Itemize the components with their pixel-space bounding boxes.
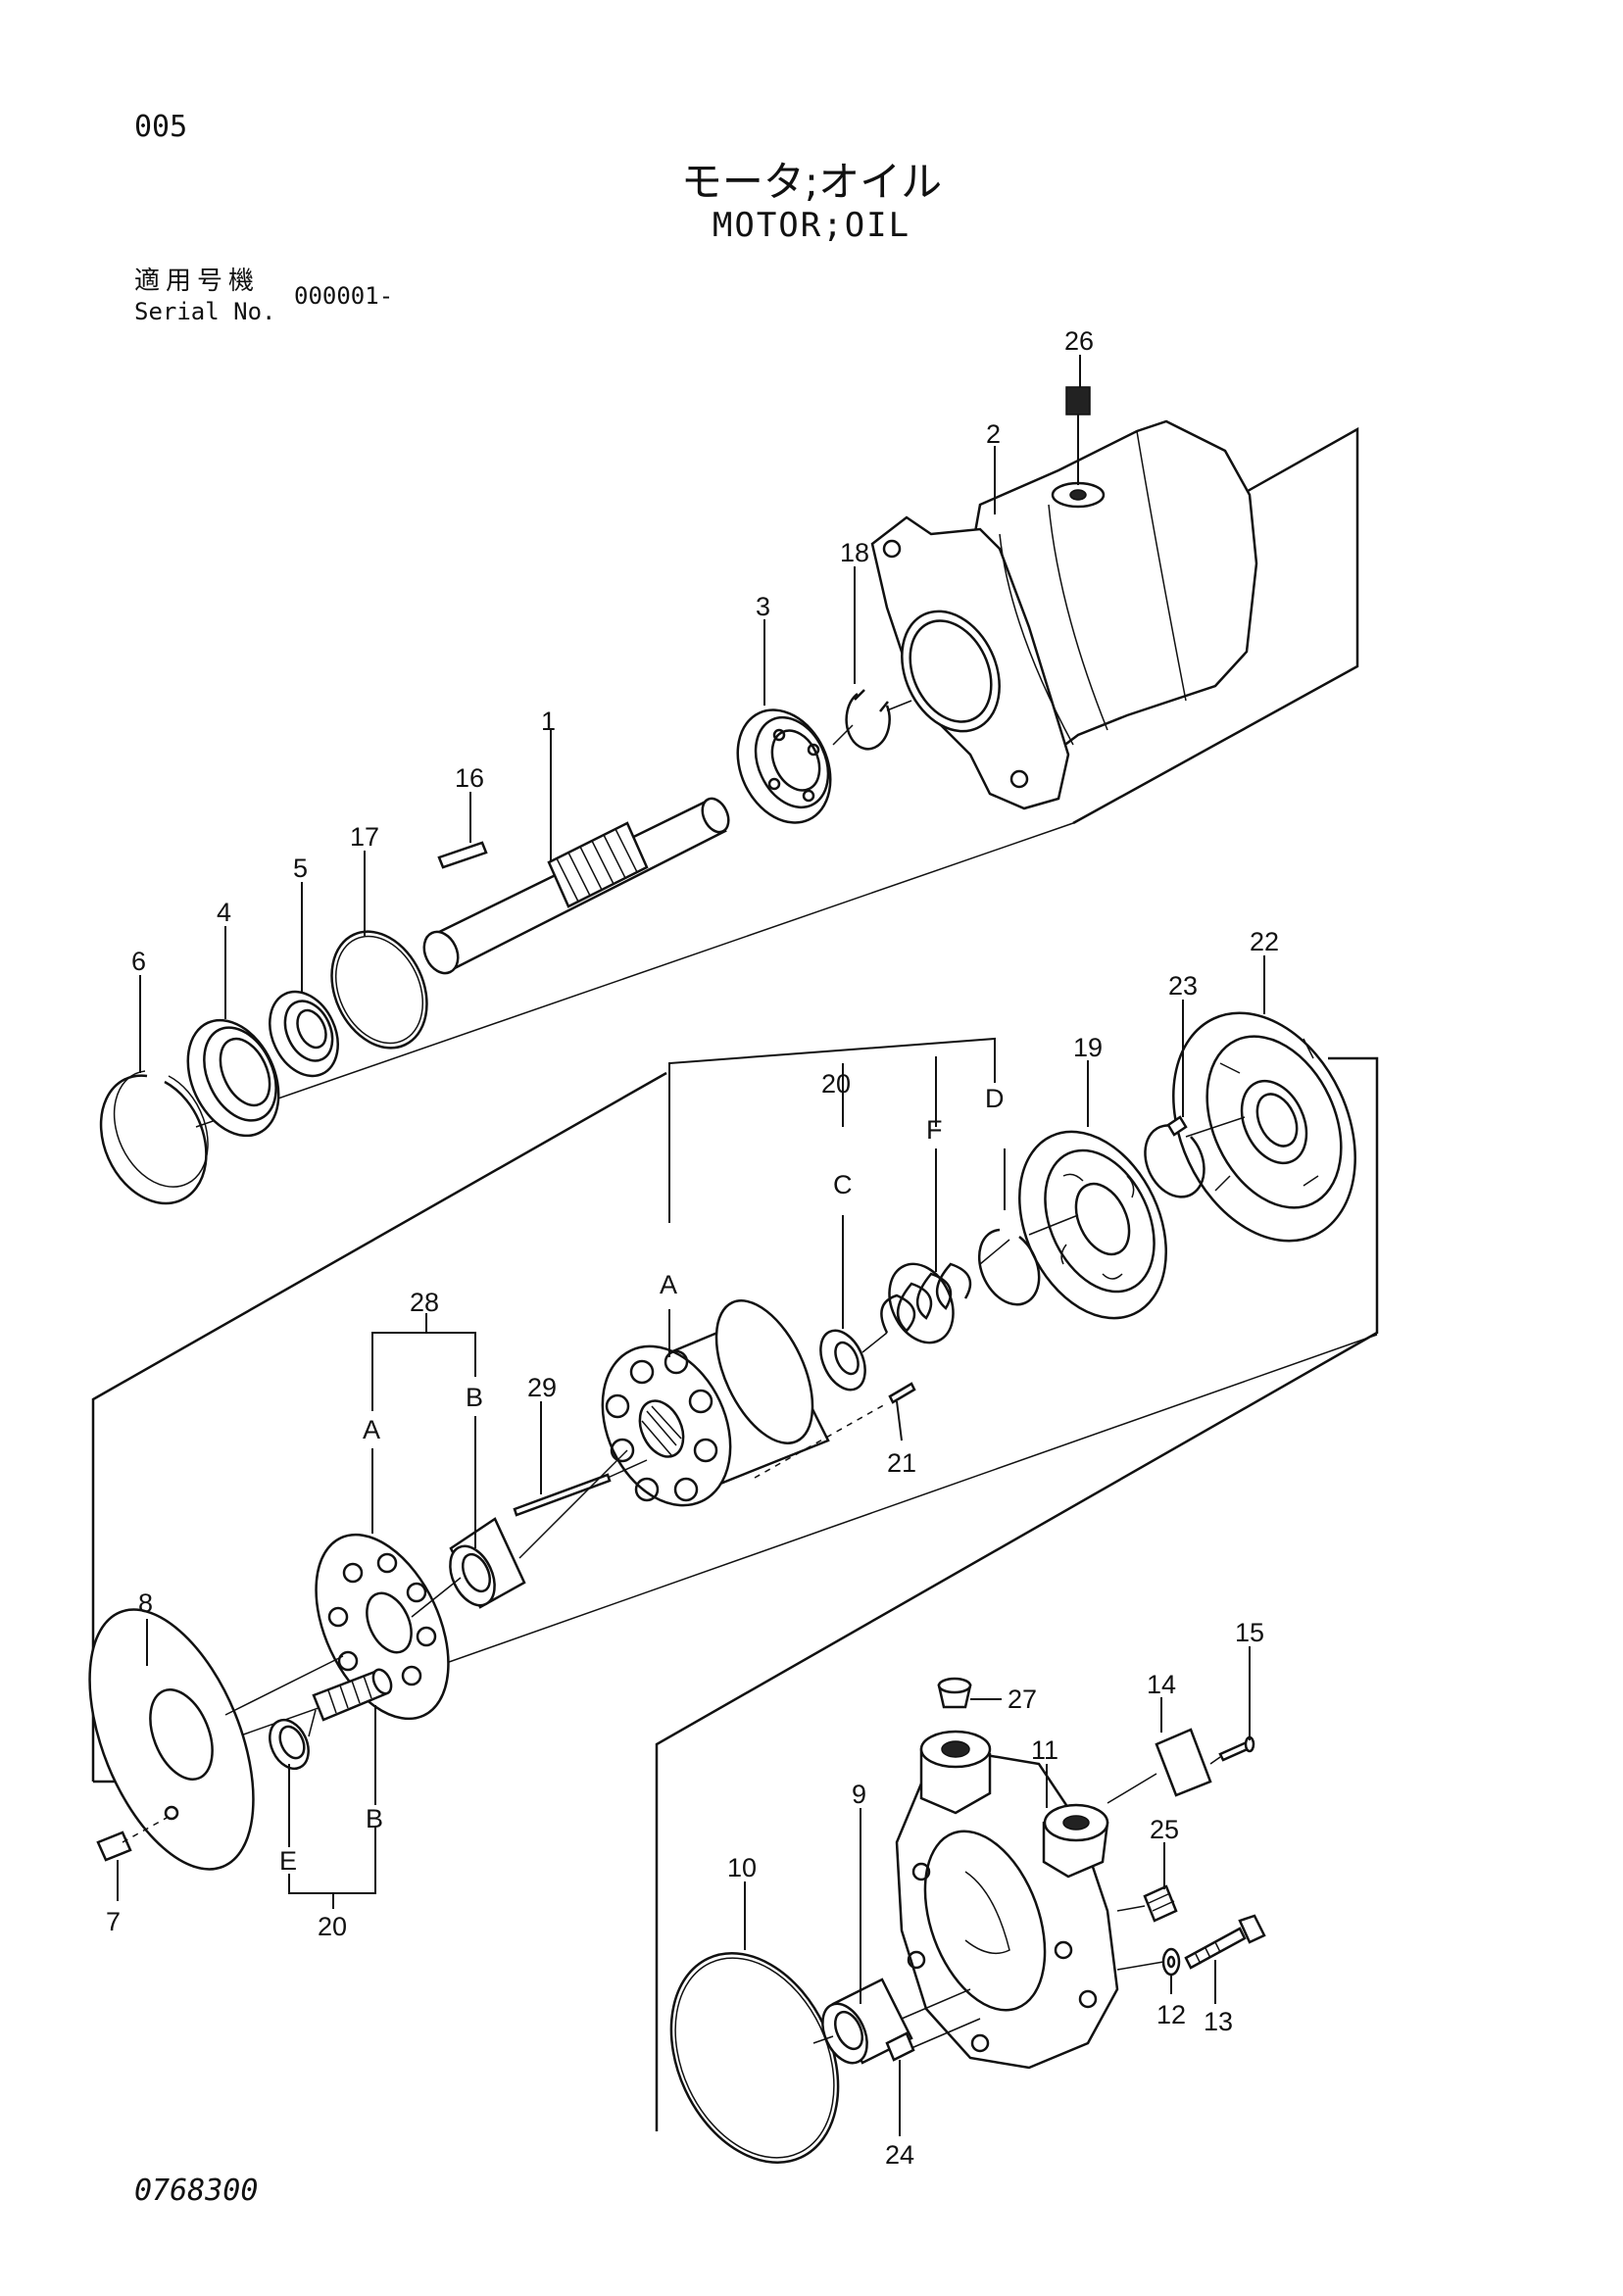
part-bolt-13 xyxy=(1184,1914,1266,1970)
serial-number-value: 000001- xyxy=(294,282,394,310)
part-pin-29 xyxy=(513,1473,612,1517)
serial-label-japanese: 適用号機 xyxy=(134,267,261,296)
part-snap-ring-18 xyxy=(845,689,891,751)
callout-14: 14 xyxy=(1147,1670,1176,1699)
callout-8: 8 xyxy=(138,1588,153,1618)
part-o-ring-17 xyxy=(330,930,428,1050)
callout-12: 12 xyxy=(1156,2000,1186,2029)
page-title-japanese: モータ;オイル xyxy=(680,158,943,206)
part-bearing-3 xyxy=(736,708,832,824)
part-rear-cover-11 xyxy=(895,1730,1119,2070)
callout-10: 10 xyxy=(727,1853,757,1882)
part-spring-f xyxy=(880,1262,972,1344)
callout-17: 17 xyxy=(350,822,379,852)
part-bearing-5 xyxy=(269,990,339,1078)
callout-27: 27 xyxy=(1008,1685,1037,1714)
callout-5: 5 xyxy=(293,854,308,883)
callout-19: 19 xyxy=(1073,1033,1103,1062)
callout-29: 29 xyxy=(527,1373,557,1402)
page-number: 005 xyxy=(134,110,188,144)
part-shoe-e xyxy=(269,1718,310,1771)
part-piston-b xyxy=(312,1668,393,1722)
callout-d: D xyxy=(985,1084,1005,1113)
part-retainer-plate-a xyxy=(315,1533,450,1721)
part-rivet-15 xyxy=(1218,1735,1255,1762)
part-pin-7 xyxy=(96,1817,168,1862)
callout-18: 18 xyxy=(840,538,869,567)
callout-15: 15 xyxy=(1235,1618,1264,1647)
part-washer-12 xyxy=(1161,1947,1181,1977)
part-plug-27 xyxy=(937,1677,972,1709)
part-name-plate-14 xyxy=(1155,1728,1212,1797)
part-plug-25 xyxy=(1143,1884,1178,1923)
part-snap-ring-23 xyxy=(1144,1115,1205,1198)
callout-24: 24 xyxy=(885,2140,914,2170)
part-motor-housing xyxy=(870,419,1258,810)
part-snap-ring-d xyxy=(977,1228,1041,1306)
callout-28: 28 xyxy=(410,1288,439,1317)
callout-6: 6 xyxy=(131,947,146,976)
callout-e: E xyxy=(279,1846,297,1876)
callout-26: 26 xyxy=(1064,326,1094,356)
callout-22: 22 xyxy=(1250,927,1279,956)
part-retaining-ring-6 xyxy=(99,1070,209,1205)
part-plug-26 xyxy=(1065,386,1091,485)
part-o-ring-10 xyxy=(669,1952,840,2164)
callout-13: 13 xyxy=(1204,2007,1233,2036)
part-oil-seal-4 xyxy=(186,1018,280,1138)
callout-20-bottom: 20 xyxy=(318,1912,347,1941)
callout-3: 3 xyxy=(756,592,770,621)
part-pin-24 xyxy=(885,2031,915,2062)
part-cylinder-block-a xyxy=(601,1299,830,1507)
callout-16: 16 xyxy=(455,763,484,793)
callout-23: 23 xyxy=(1168,971,1198,1001)
callout-b-lower: B xyxy=(366,1804,383,1833)
callout-1: 1 xyxy=(541,707,556,736)
callout-b-upper: B xyxy=(466,1383,483,1412)
callout-9: 9 xyxy=(852,1780,866,1809)
callout-11: 11 xyxy=(1031,1735,1058,1765)
part-key-16 xyxy=(437,841,488,869)
callout-f: F xyxy=(926,1115,943,1145)
part-shaft-1 xyxy=(422,797,730,975)
callout-25: 25 xyxy=(1150,1815,1179,1844)
part-swash-plate-8 xyxy=(88,1608,255,1871)
callout-labels: 1 2 3 4 5 6 7 8 9 10 11 12 13 14 15 16 1… xyxy=(106,326,1279,2170)
part-spherical-bushing-b xyxy=(449,1517,526,1609)
assembly-center-lines xyxy=(224,700,1246,2049)
callout-c: C xyxy=(833,1170,853,1199)
document-code: 0768300 xyxy=(134,2174,259,2208)
callout-a-lower: A xyxy=(363,1415,380,1444)
callout-2: 2 xyxy=(986,419,1001,449)
callout-4: 4 xyxy=(217,898,231,927)
part-pin-21 xyxy=(888,1382,916,1404)
callout-21: 21 xyxy=(887,1448,916,1478)
part-washer-c xyxy=(819,1329,866,1392)
callout-20-top: 20 xyxy=(821,1069,851,1099)
serial-label-english: Serial No. xyxy=(134,298,276,325)
part-plate-22 xyxy=(1172,1011,1356,1243)
group-brackets xyxy=(288,1037,996,1909)
callout-7: 7 xyxy=(106,1907,121,1936)
page-title-english: MOTOR;OIL xyxy=(712,206,911,245)
callout-a-upper: A xyxy=(660,1270,677,1299)
leader-lines xyxy=(117,355,1265,2136)
part-valve-plate-19 xyxy=(1018,1130,1167,1320)
